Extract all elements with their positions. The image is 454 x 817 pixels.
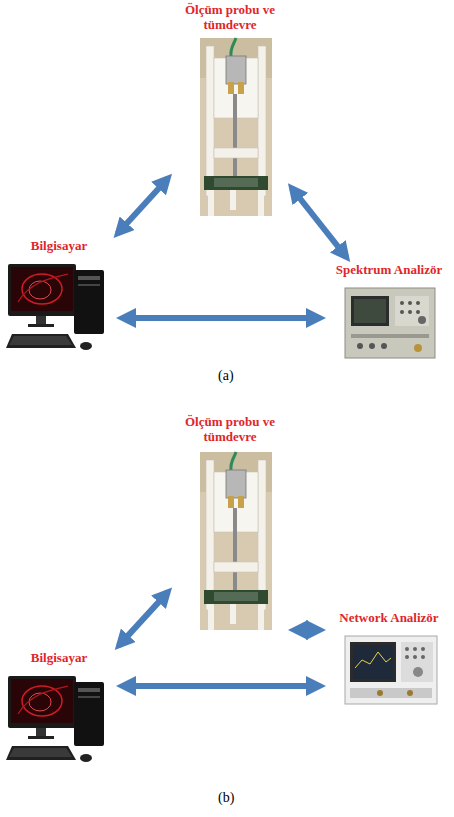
double-arrow	[122, 315, 320, 321]
node-label: Bilgisayar	[4, 238, 114, 253]
double-arrow	[294, 627, 320, 633]
device-node: Ölçüm probu ve tümdevre	[172, 414, 288, 634]
double-arrow	[122, 683, 320, 689]
probe-photo	[200, 452, 272, 630]
device-node: Spektrum Analizör	[326, 262, 452, 360]
subfigure-label: (b)	[218, 790, 234, 806]
device-node: Bilgisayar	[2, 650, 116, 772]
spectrum-analyzer-picture	[345, 288, 435, 358]
node-label: Spektrum Analizör	[328, 262, 450, 277]
device-node: Bilgisayar	[2, 238, 116, 358]
node-label: Network Analizör	[328, 610, 450, 625]
device-node: Network Analizör	[326, 610, 452, 706]
computer-picture	[6, 264, 104, 350]
node-label: Ölçüm probu ve tümdevre	[178, 414, 282, 444]
probe-photo	[200, 38, 272, 216]
network-analyzer-picture	[345, 636, 437, 704]
double-arrow	[118, 178, 168, 233]
subfigure-label: (a)	[218, 368, 234, 384]
double-arrow	[119, 592, 168, 646]
device-node: Ölçüm probu ve tümdevre	[172, 2, 288, 218]
node-label: Ölçüm probu ve tümdevre	[178, 2, 282, 32]
node-label: Bilgisayar	[4, 650, 114, 665]
double-arrow	[292, 188, 347, 257]
computer-picture	[6, 676, 104, 762]
